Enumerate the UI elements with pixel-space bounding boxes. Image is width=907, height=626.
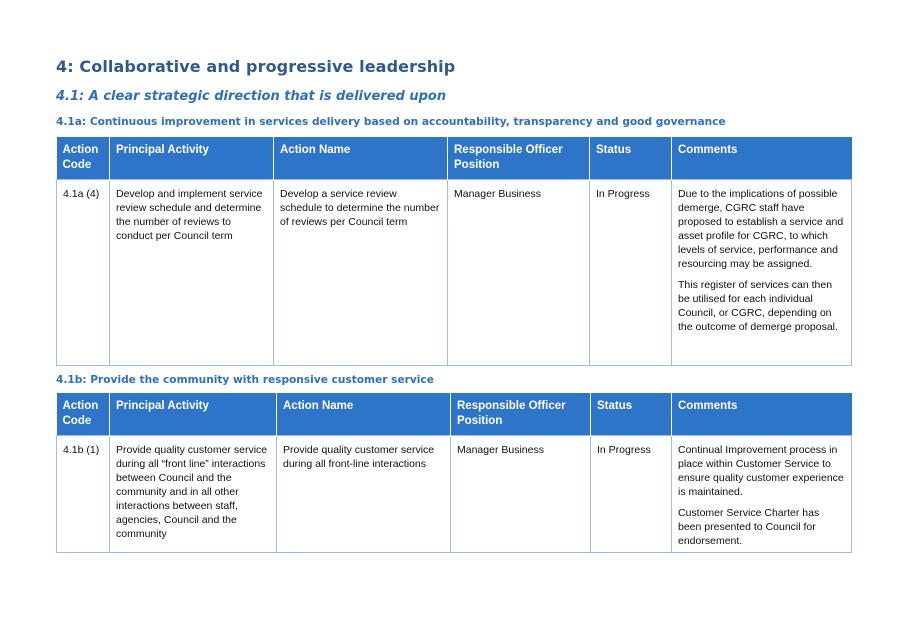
column-header-principal-activity: Principal Activity: [109, 393, 277, 436]
column-header-principal-activity: Principal Activity: [109, 137, 274, 180]
action-name-cell: Provide quality customer service during …: [276, 435, 451, 553]
comments-cell: Due to the implications of possible deme…: [671, 179, 852, 366]
column-header-action-code: Action Code: [56, 393, 110, 436]
column-header-action-name: Action Name: [276, 393, 451, 436]
status-cell: In Progress: [589, 179, 672, 366]
action-name-cell: Develop a service review schedule to det…: [273, 179, 448, 366]
action-code-cell: 4.1b (1): [56, 435, 110, 553]
column-header-action-name: Action Name: [273, 137, 448, 180]
column-header-status: Status: [589, 137, 672, 180]
comment-paragraph: Continual Improvement process in place w…: [678, 444, 844, 498]
responsible-officer-cell: Manager Business: [450, 435, 591, 553]
comment-paragraph: Due to the implications of possible deme…: [678, 188, 844, 270]
column-header-responsible-officer: Responsible Officer Position: [447, 137, 590, 180]
column-header-action-code: Action Code: [56, 137, 110, 180]
page-title: 4: Collaborative and progressive leaders…: [56, 57, 456, 76]
action-code-cell: 4.1a (4): [56, 179, 110, 366]
comment-paragraph: This register of services can then be ut…: [678, 279, 838, 333]
table-header-row: Action Code Principal Activity Action Na…: [56, 393, 852, 436]
table-row: 4.1b (1) Provide quality customer servic…: [56, 435, 852, 553]
responsible-officer-cell: Manager Business: [447, 179, 590, 366]
section-heading: 4.1: A clear strategic direction that is…: [56, 89, 447, 104]
subsection-heading-b: 4.1b: Provide the community with respons…: [56, 374, 434, 386]
column-header-comments: Comments: [671, 393, 852, 436]
principal-activity-cell: Provide quality customer service during …: [109, 435, 277, 553]
action-table-b: Action Code Principal Activity Action Na…: [56, 393, 852, 553]
comment-paragraph: Customer Service Charter has been presen…: [678, 507, 820, 547]
column-header-status: Status: [590, 393, 672, 436]
table-row: 4.1a (4) Develop and implement service r…: [56, 179, 852, 366]
comments-cell: Continual Improvement process in place w…: [671, 435, 852, 553]
subsection-heading-a: 4.1a: Continuous improvement in services…: [56, 116, 726, 128]
column-header-responsible-officer: Responsible Officer Position: [450, 393, 591, 436]
principal-activity-cell: Develop and implement service review sch…: [109, 179, 274, 366]
table-header-row: Action Code Principal Activity Action Na…: [56, 137, 852, 180]
action-table-a: Action Code Principal Activity Action Na…: [56, 137, 852, 366]
column-header-comments: Comments: [671, 137, 852, 180]
status-cell: In Progress: [590, 435, 672, 553]
